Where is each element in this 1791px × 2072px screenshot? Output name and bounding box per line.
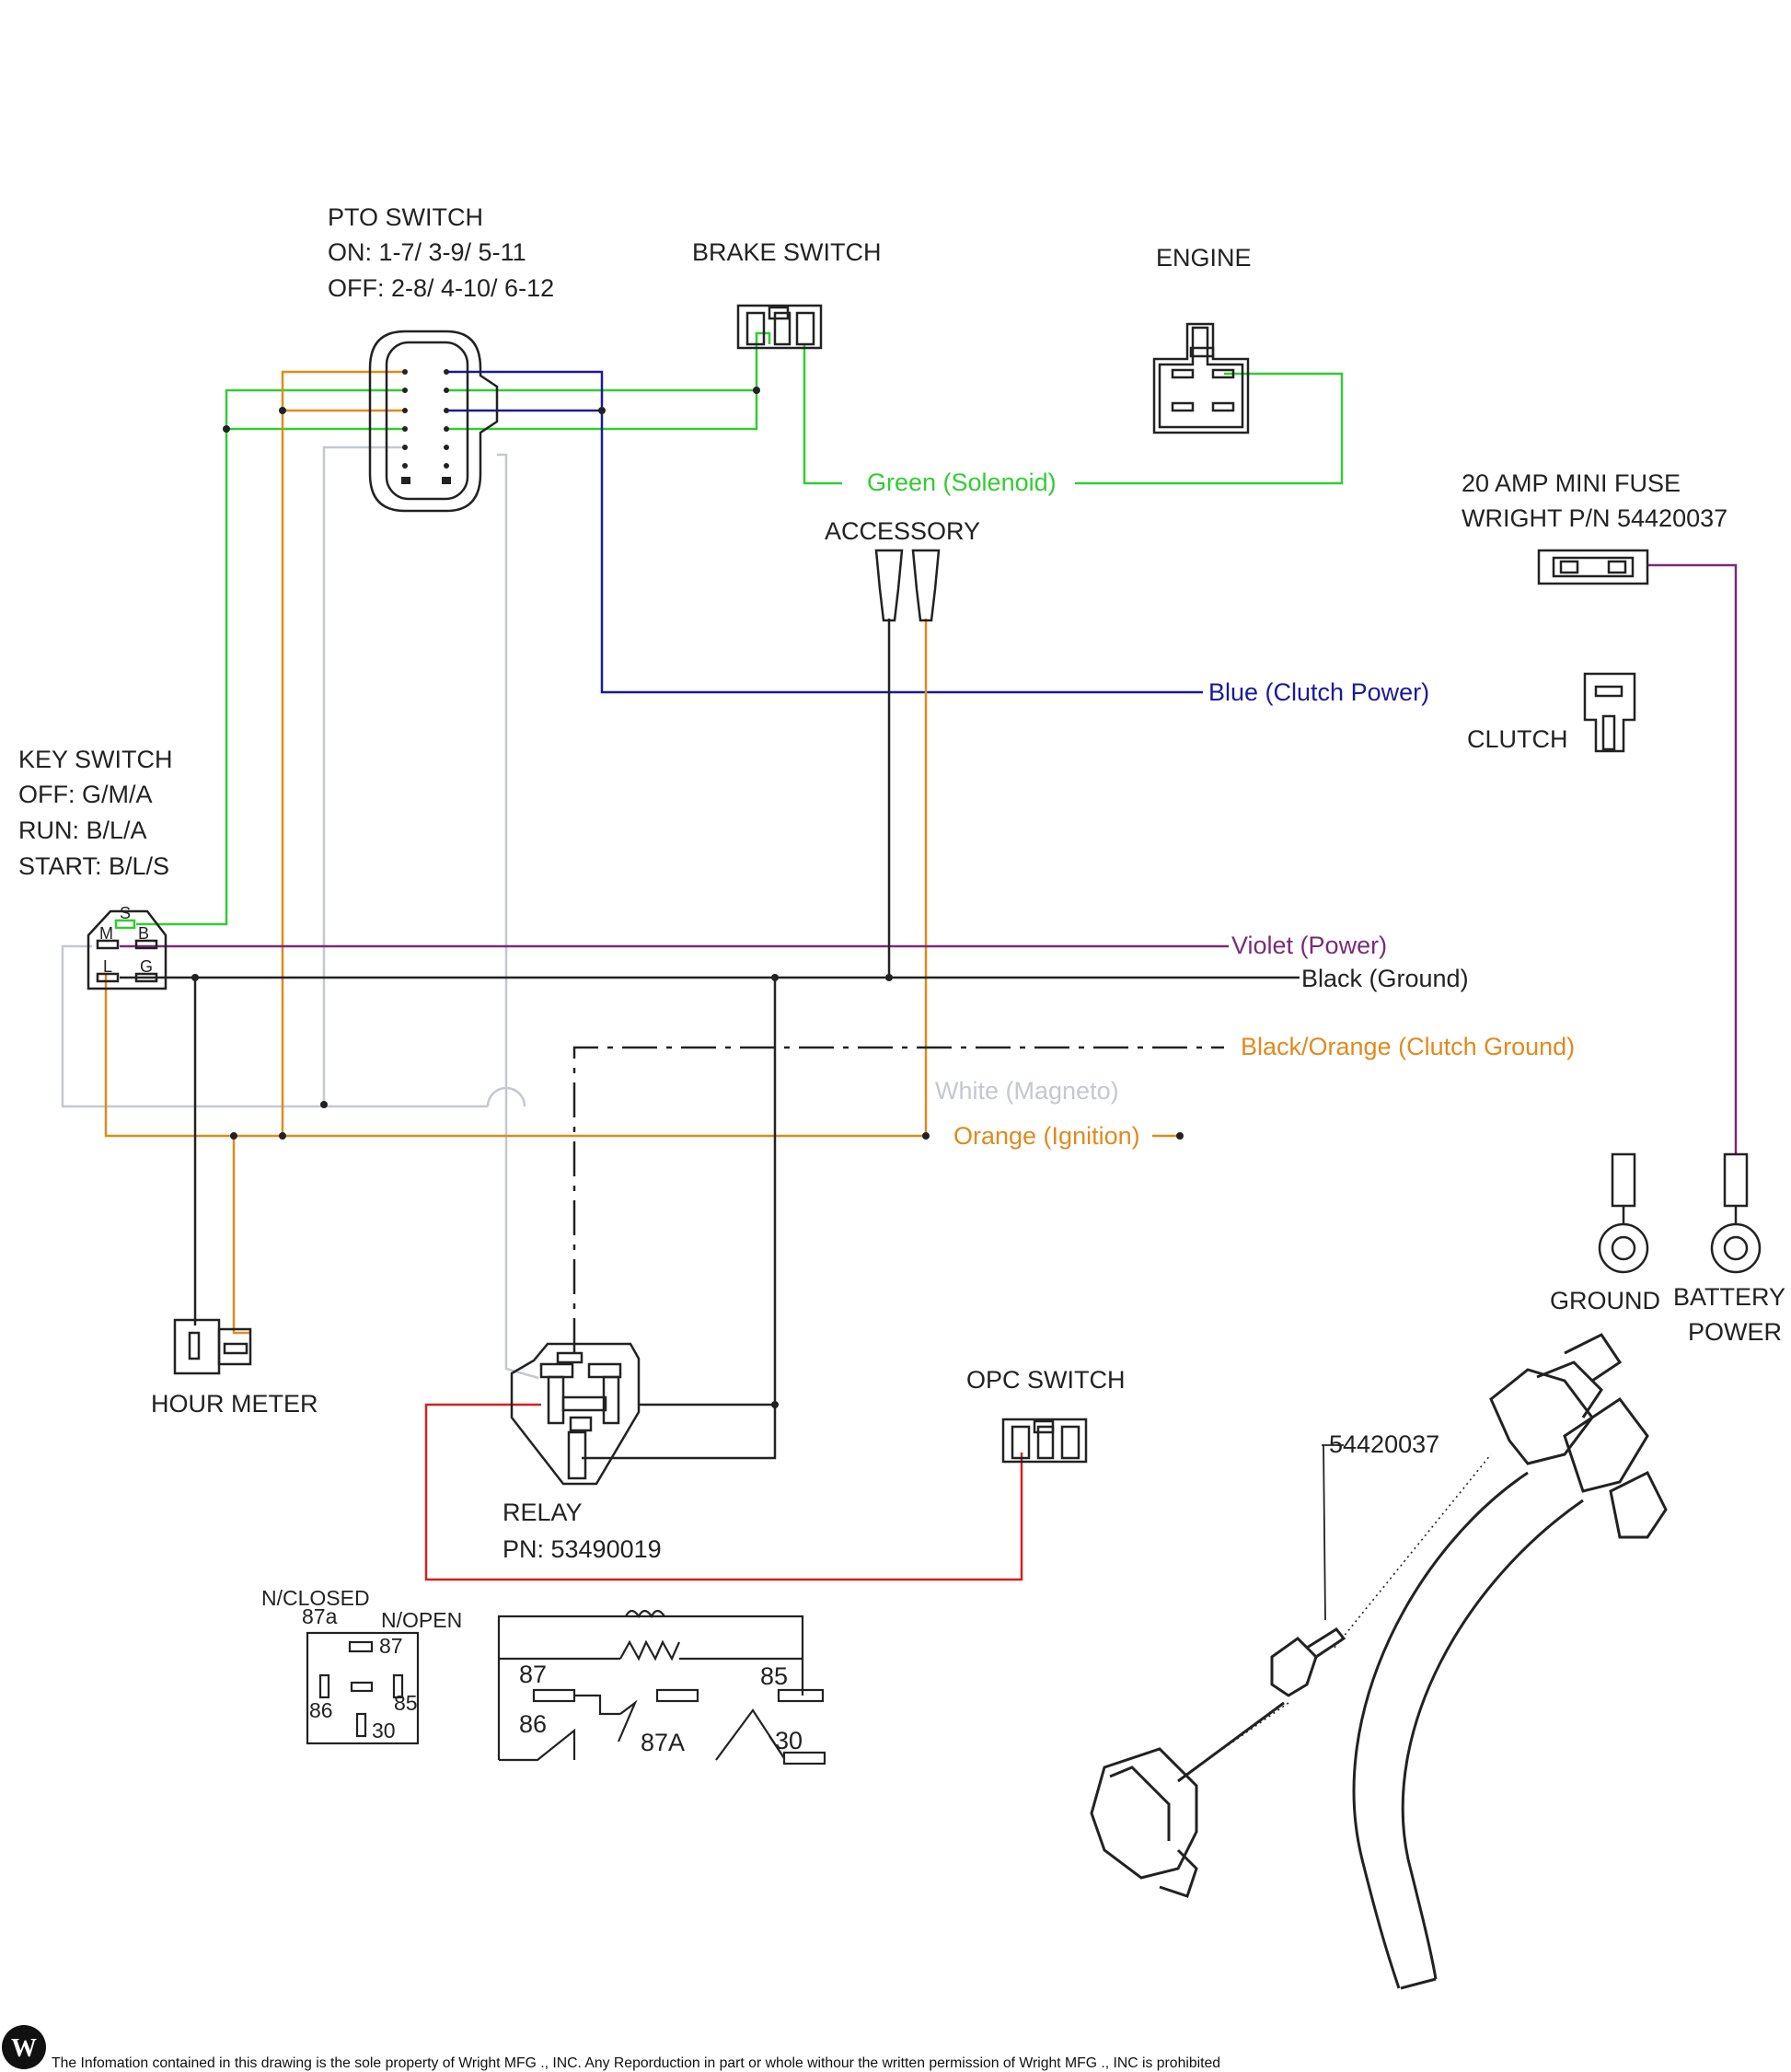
green-wire-label: Green (Solenoid) <box>867 469 1057 496</box>
engine-connector <box>1152 322 1250 434</box>
hour-meter-connector <box>173 1318 252 1375</box>
violet-wire-label: Violet (Power) <box>1231 932 1387 959</box>
engine-title: ENGINE <box>1156 244 1252 272</box>
relay-title: RELAY <box>503 1499 583 1526</box>
green-solenoid-wire-engine <box>1075 372 1344 485</box>
orange-ignition-wire-key <box>104 974 925 1138</box>
pto-switch-connector <box>368 330 499 513</box>
key-pin-g: G <box>140 957 153 976</box>
junction-dot <box>1176 1132 1184 1140</box>
orange-ignition-wire-hour <box>232 1136 250 1335</box>
harness-illustration <box>1090 1333 1668 1990</box>
green-solenoid-wire-pto <box>446 331 771 392</box>
schematic-86: 86 <box>519 1710 547 1738</box>
pto-switch-title: PTO SWITCH <box>328 203 483 231</box>
schematic-87A: 87A <box>641 1729 685 1756</box>
key-switch-run: RUN: B/L/A <box>18 816 147 844</box>
legend-85: 85 <box>394 1691 418 1715</box>
violet-power-wire-battery <box>1647 563 1738 1154</box>
schematic-30: 30 <box>775 1727 803 1754</box>
green-solenoid-wire-pto2 <box>446 390 758 431</box>
fuse <box>1537 549 1649 585</box>
relay-schematic <box>497 1609 826 1765</box>
black-orange-wire-label: Black/Orange (Clutch Ground) <box>1241 1033 1575 1060</box>
hour-meter-title: HOUR METER <box>151 1390 318 1418</box>
junction-dot <box>771 974 779 981</box>
ground-title: GROUND <box>1550 1287 1660 1314</box>
key-pin-s: S <box>120 904 131 922</box>
accessory-terminals <box>874 549 941 622</box>
junction-dot <box>320 1101 328 1108</box>
opc-switch-title: OPC SWITCH <box>966 1366 1126 1394</box>
red-relay-wire <box>424 1403 1023 1581</box>
junction-dot <box>598 407 606 414</box>
legend-87a: 87a <box>302 1604 338 1628</box>
white-magneto-wire <box>497 453 539 1380</box>
relay-pinout-legend <box>306 1631 420 1745</box>
green-solenoid-wire-brake <box>803 344 842 485</box>
junction-dot <box>279 407 286 414</box>
black-wire-label: Black (Ground) <box>1301 965 1469 992</box>
orange-wire-label: Orange (Ignition) <box>953 1122 1140 1150</box>
schematic-87: 87 <box>519 1661 547 1688</box>
key-switch-start: START: B/L/S <box>18 852 169 880</box>
junction-dot <box>885 974 893 981</box>
footer-disclaimer: The Infomation contained in this drawing… <box>52 2055 1220 2071</box>
junctions <box>191 387 1184 1408</box>
accessory-title: ACCESSORY <box>825 517 980 545</box>
key-switch-connector <box>87 909 168 990</box>
white-magneto-jump <box>486 1086 526 1107</box>
key-pin-l: L <box>103 957 112 976</box>
green-solenoid-wire-key <box>136 388 405 926</box>
white-magneto-wire-pto <box>322 446 405 1105</box>
relay-pn: PN: 53490019 <box>503 1535 662 1563</box>
opc-switch-connector <box>1001 1418 1088 1464</box>
legend-n-open: N/OPEN <box>381 1608 462 1632</box>
junction-dot <box>279 1132 286 1140</box>
white-magneto-wire-loop <box>61 944 488 1108</box>
labels: PTO SWITCH ON: 1-7/ 3-9/ 5-11 OFF: 2-8/ … <box>18 203 1785 2071</box>
schematic-85: 85 <box>760 1662 788 1690</box>
legend-30: 30 <box>372 1719 396 1742</box>
junction-dot <box>922 1132 930 1140</box>
key-pin-b: B <box>138 924 149 943</box>
junction-dot <box>230 1132 237 1140</box>
black-orange-clutch-ground-wire <box>572 1046 1224 1353</box>
key-switch-off: OFF: G/M/A <box>18 781 153 808</box>
wires <box>61 331 1738 1581</box>
fuse-label-2: WRIGHT P/N 54420037 <box>1462 504 1727 532</box>
junction-dot <box>223 425 230 433</box>
pto-switch-on: ON: 1-7/ 3-9/ 5-11 <box>328 238 526 266</box>
fuse-label-1: 20 AMP MINI FUSE <box>1462 469 1681 497</box>
orange-ignition-wire-pto <box>281 370 405 1136</box>
pto-switch-off: OFF: 2-8/ 4-10/ 6-12 <box>328 274 554 302</box>
clutch-title: CLUTCH <box>1467 725 1568 753</box>
blue-clutch-power-wire <box>446 370 1203 694</box>
ground-terminal <box>1598 1152 1649 1274</box>
white-wire-label: White (Magneto) <box>935 1077 1119 1105</box>
junction-dot <box>771 1401 779 1408</box>
brake-switch-connector <box>736 304 823 350</box>
brake-switch-title: BRAKE SWITCH <box>692 238 882 266</box>
clutch-connector <box>1583 672 1636 753</box>
legend-87: 87 <box>379 1634 403 1658</box>
battery-title-1: BATTERY <box>1673 1283 1785 1311</box>
wright-logo: W <box>2 2025 46 2069</box>
key-pin-m: M <box>99 924 113 943</box>
junction-dot <box>753 387 760 394</box>
relay-connector <box>510 1342 641 1486</box>
battery-terminal <box>1710 1152 1762 1274</box>
harness-part-number: 54420037 <box>1329 1430 1439 1458</box>
wright-logo-letter: W <box>11 2034 37 2063</box>
key-switch-title: KEY SWITCH <box>18 746 173 773</box>
legend-86: 86 <box>309 1698 333 1722</box>
blue-wire-label: Blue (Clutch Power) <box>1208 678 1429 706</box>
battery-title-2: POWER <box>1688 1318 1782 1346</box>
junction-dot <box>191 974 199 981</box>
black-ground-wire-relay <box>582 978 777 1460</box>
legend-n-closed: N/CLOSED <box>261 1586 370 1610</box>
